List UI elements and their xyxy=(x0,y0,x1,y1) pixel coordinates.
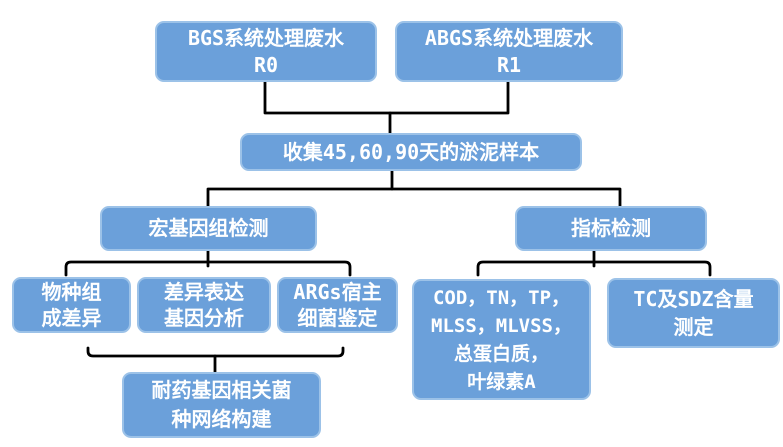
node-label-line: TC及SDZ含量 xyxy=(633,287,754,311)
node-label-line: COD，TN，TP， xyxy=(432,286,571,309)
node-label-line: 收集45,60,90天的淤泥样本 xyxy=(282,139,540,164)
node-metagenome-detection: 宏基因组检测 xyxy=(100,206,317,251)
node-args-host-bacteria: ARGs宿主 细菌鉴定 xyxy=(277,277,398,333)
node-label-line: BGS系统处理废水 xyxy=(187,25,345,50)
node-label-line: ARGs宿主 xyxy=(293,280,382,304)
node-bgs-r0: BGS系统处理废水 R0 xyxy=(155,21,377,82)
node-label-line: 基因分析 xyxy=(164,306,244,330)
node-cod-indicators: COD，TN，TP， MLSS，MLVSS， 总蛋白质， 叶绿素A xyxy=(412,279,591,400)
connector-collect-split xyxy=(206,187,622,209)
node-label-line: 成差异 xyxy=(41,306,102,330)
node-abgs-r1: ABGS系统处理废水 R1 xyxy=(395,21,623,82)
node-label-line: 总蛋白质， xyxy=(453,342,549,365)
node-label-line: R1 xyxy=(496,52,522,77)
node-label-line: 宏基因组检测 xyxy=(148,216,269,240)
connector-metagenome-bracket xyxy=(64,260,352,277)
node-label-line: 物种组 xyxy=(41,280,102,304)
connector-top-merge xyxy=(263,80,510,115)
node-label-line: ABGS系统处理废水 xyxy=(424,25,594,50)
node-species-composition: 物种组 成差异 xyxy=(12,277,131,333)
node-label-line: MLSS，MLVSS， xyxy=(431,314,572,337)
node-label-line: 叶绿素A xyxy=(467,370,536,393)
node-collect-samples: 收集45,60,90天的淤泥样本 xyxy=(240,133,582,171)
node-label-line: 耐药基因相关菌 xyxy=(151,378,292,402)
node-differential-expression: 差异表达 基因分析 xyxy=(137,277,271,333)
node-resistance-gene-network: 耐药基因相关菌 种网络构建 xyxy=(122,372,321,438)
node-label-line: R0 xyxy=(253,52,279,77)
node-label-line: 种网络构建 xyxy=(171,407,272,431)
node-label-line: 细菌鉴定 xyxy=(297,306,378,330)
connector-indicator-bracket xyxy=(476,260,712,277)
node-tc-sdz-content: TC及SDZ含量 测定 xyxy=(607,278,780,348)
node-indicator-detection: 指标检测 xyxy=(515,206,707,251)
node-label-line: 测定 xyxy=(673,315,714,339)
node-label-line: 指标检测 xyxy=(571,216,651,240)
node-label-line: 差异表达 xyxy=(164,280,244,304)
